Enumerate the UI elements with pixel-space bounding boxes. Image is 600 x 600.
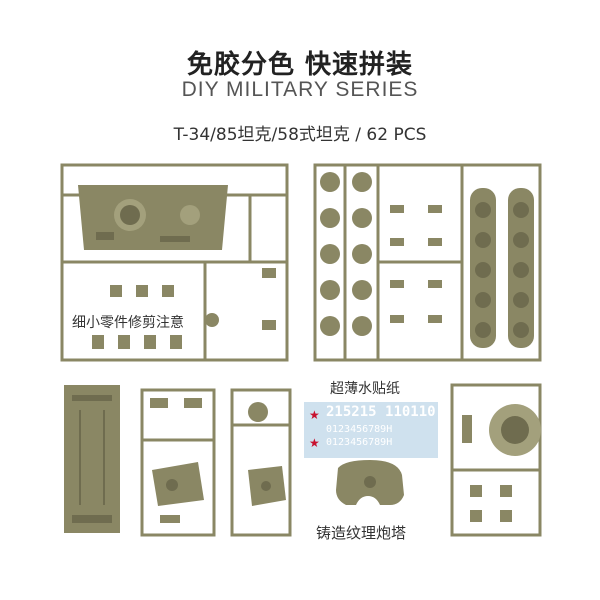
decal-caption: 超薄水贴纸	[330, 381, 400, 397]
sprue-wheels-tracks	[313, 163, 542, 362]
cast-turret-part	[336, 460, 404, 505]
hull-lower-part	[64, 385, 120, 533]
red-star-icon: ★	[309, 408, 320, 422]
turret-caption: 铸造纹理炮塔	[316, 524, 407, 542]
sprue-hull-upper	[60, 163, 289, 362]
road-wheels-column-1	[320, 172, 340, 336]
track-right	[508, 188, 534, 348]
sprue-turret-shell	[450, 383, 542, 537]
decal-sheet: ★ ★ 215215 110110 0123456789H 0123456789…	[304, 402, 438, 458]
track-left	[470, 188, 496, 348]
title-chinese: 免胶分色 快速拼装	[186, 50, 414, 80]
sprue-turret-b	[230, 388, 292, 537]
red-star-icon: ★	[309, 436, 320, 450]
sprue-turret-a	[140, 388, 216, 537]
road-wheels-column-2	[352, 172, 372, 336]
decal-row-digits: 0123456789H	[326, 424, 393, 435]
product-subtitle: T-34/85坦克/58式坦克 / 62 PCS	[173, 125, 427, 145]
decal-row-numbers: 215215 110110	[326, 404, 436, 420]
suspension-parts	[390, 205, 442, 323]
small-parts-row-top	[110, 285, 174, 297]
small-parts-row-bottom	[92, 335, 182, 349]
title-english: DIY MILITARY SERIES	[181, 78, 419, 101]
small-parts-caption: 细小零件修剪注意	[72, 315, 184, 331]
decal-row-digits: 0123456789H	[326, 437, 393, 448]
